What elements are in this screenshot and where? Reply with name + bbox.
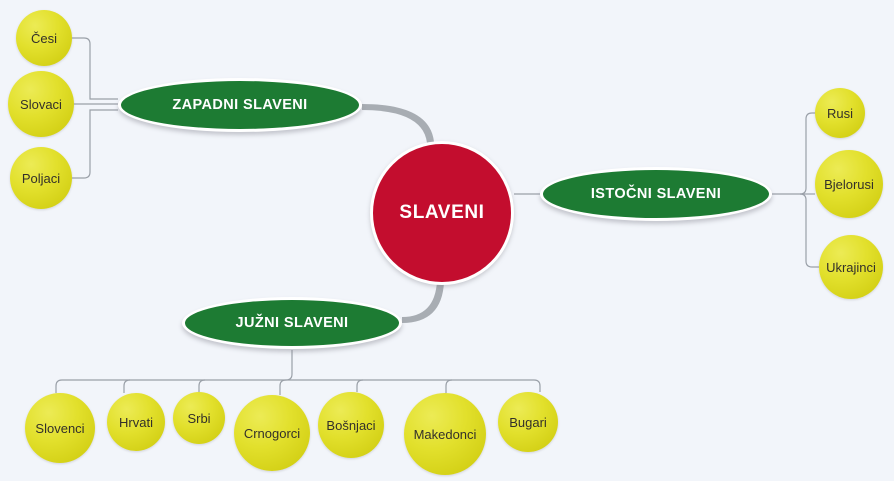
node-leaf-slovenci[interactable]: Slovenci [25,393,95,463]
node-leaf-label-hrvati: Hrvati [119,414,153,430]
connector-root-juzni [402,281,444,323]
node-root-label: SLAVENI [399,202,485,223]
node-leaf-label-cesi: Česi [30,30,57,46]
node-leaf-rusi[interactable]: Rusi [815,88,865,138]
node-leaf-label-poljaci: Poljaci [21,170,61,186]
node-leaf-label-bjelorusi: Bjelorusi [824,176,874,192]
connector-ukrajinci [799,193,819,268]
node-branch-label-zapadni: ZAPADNI SLAVENI [172,97,308,113]
connector-cesi [72,37,118,100]
node-leaf-bjelorusi[interactable]: Bjelorusi [815,150,883,218]
connector-crnogorci [279,379,287,395]
node-leaf-label-bugari: Bugari [509,414,547,430]
connector-srbi [198,379,206,392]
connector-bosnjaci [356,379,364,392]
node-leaf-slovaci[interactable]: Slovaci [8,71,74,137]
node-leaf-bosnjaci[interactable]: Bošnjaci [318,392,384,458]
node-leaf-label-makedonci: Makedonci [413,426,477,442]
node-branch-istocni[interactable]: ISTOČNI SLAVENI [540,167,772,221]
node-root-slaveni[interactable]: SLAVENI [370,141,514,285]
connector-rusi [772,112,815,195]
node-branch-zapadni[interactable]: ZAPADNI SLAVENI [118,78,362,132]
node-leaf-crnogorci[interactable]: Crnogorci [234,395,310,471]
node-leaf-label-slovaci: Slovaci [20,96,62,112]
node-leaf-cesi[interactable]: Česi [16,10,72,66]
node-leaf-label-srbi: Srbi [187,410,211,426]
node-leaf-poljaci[interactable]: Poljaci [10,147,72,209]
node-leaf-srbi[interactable]: Srbi [173,392,225,444]
connector-poljaci [72,109,118,179]
node-leaf-hrvati[interactable]: Hrvati [107,393,165,451]
node-leaf-label-rusi: Rusi [826,105,853,121]
connector-bus [286,379,541,392]
node-leaf-label-ukrajinci: Ukrajinci [826,259,876,275]
node-leaf-bugari[interactable]: Bugari [498,392,558,452]
node-leaf-ukrajinci[interactable]: Ukrajinci [819,235,883,299]
connector-makedonci [445,379,453,393]
root-tapered-connectors [362,104,444,323]
node-leaf-makedonci[interactable]: Makedonci [404,393,486,475]
node-leaf-label-slovenci: Slovenci [35,420,85,436]
node-leaf-label-bosnjaci: Bošnjaci [326,417,376,433]
node-leaf-label-crnogorci: Crnogorci [243,425,301,441]
connector-root-zapadni [362,104,434,143]
connector-hrvati [123,379,131,393]
node-branch-juzni[interactable]: JUŽNI SLAVENI [182,297,402,349]
node-branch-label-istocni: ISTOČNI SLAVENI [590,186,722,202]
node-branch-label-juzni: JUŽNI SLAVENI [235,315,349,331]
connector-juzni-trunk [55,350,293,393]
